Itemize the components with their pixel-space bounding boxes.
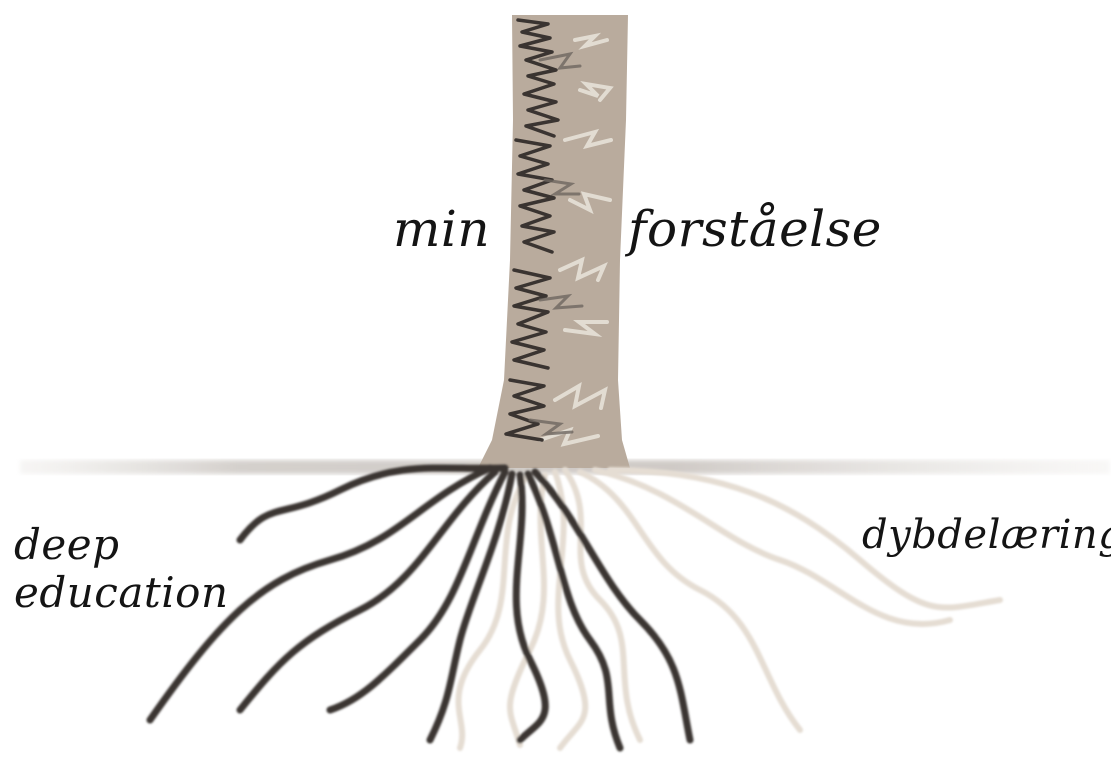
label-forstaelse: forståelse xyxy=(628,200,882,258)
label-education: education xyxy=(14,568,229,617)
label-min: min xyxy=(393,200,490,258)
label-deep: deep xyxy=(14,520,119,569)
tree-trunk xyxy=(478,15,630,468)
roots xyxy=(150,468,1000,748)
label-dybdelaering: dybdelæring xyxy=(862,512,1111,558)
